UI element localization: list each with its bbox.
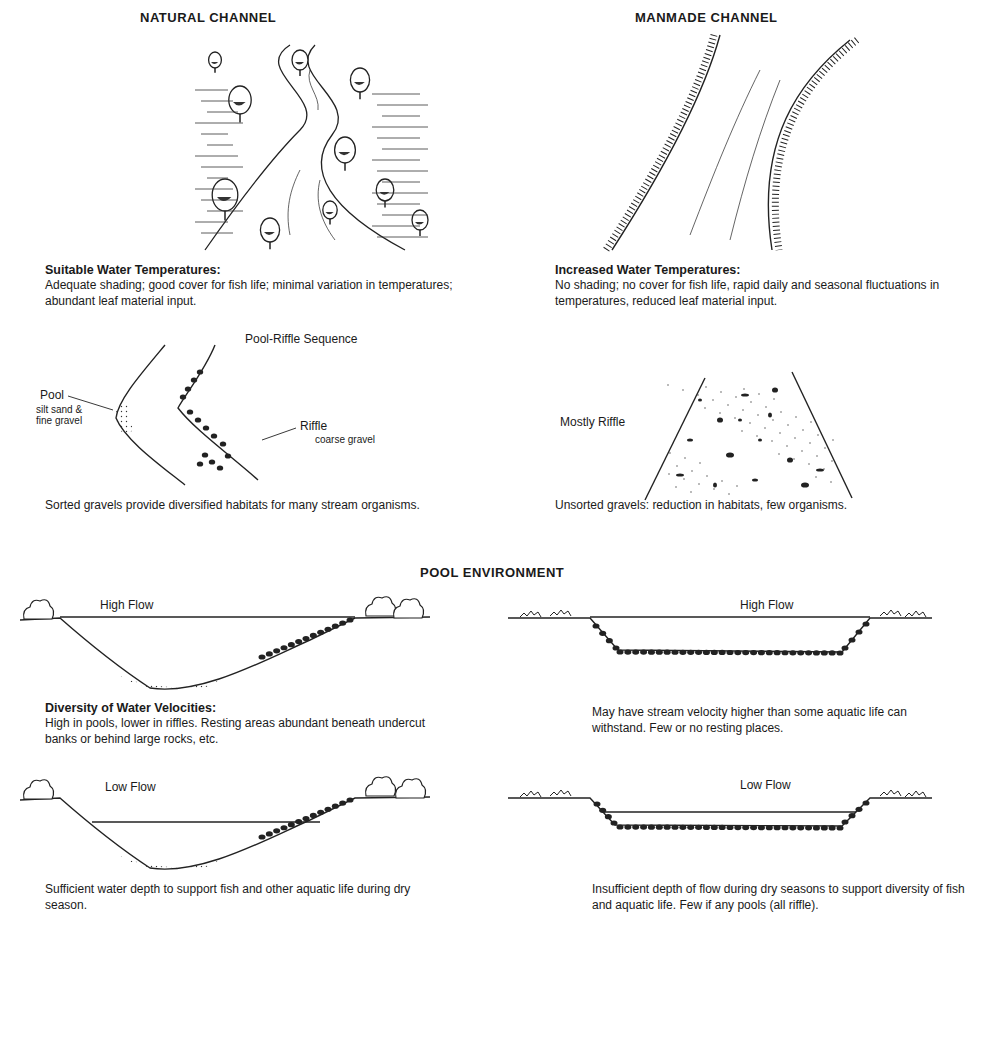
natural-channel-sketch	[205, 45, 405, 250]
straight-channel-sketch	[645, 372, 852, 500]
heading-label: POOL ENVIRONMENT	[420, 565, 620, 582]
text-label: High Flow	[100, 598, 200, 614]
manmade-channel-sketch	[606, 35, 857, 250]
tree-symbols	[209, 50, 428, 249]
heading-label: Increased Water Temperatures:	[555, 262, 985, 278]
text-label: Pool-Riffle Sequence	[245, 332, 415, 348]
text-label: Adequate shading; good cover for fish li…	[45, 278, 475, 309]
field-lines	[195, 90, 428, 237]
heading-label: Suitable Water Temperatures:	[45, 262, 475, 278]
heading-label: MANMADE CHANNEL	[635, 10, 855, 27]
text-label: silt sand & fine gravel	[36, 404, 98, 426]
heading-label: Diversity of Water Velocities:	[45, 700, 445, 716]
text-label: Mostly Riffle	[560, 415, 670, 431]
text-label: High Flow	[740, 598, 840, 614]
text-label: Low Flow	[740, 778, 840, 794]
gravel-dots	[180, 369, 834, 494]
text-label: Insufficient depth of flow during dry se…	[592, 882, 977, 913]
text-label: Unsorted gravels: reduction in habitats,…	[555, 498, 975, 514]
bush-symbols	[24, 597, 926, 799]
text-label: Sorted gravels provide diversified habit…	[45, 498, 465, 514]
text-label: Pool	[40, 388, 100, 404]
text-label: Riffle	[300, 419, 380, 435]
text-label: May have stream velocity higher than som…	[592, 705, 962, 736]
text-label: coarse gravel	[315, 434, 405, 445]
heading-label: NATURAL CHANNEL	[140, 10, 360, 27]
text-label: Sufficient water depth to support fish a…	[45, 882, 455, 913]
text-label: High in pools, lower in riffles. Resting…	[45, 716, 450, 747]
text-label: Low Flow	[105, 780, 205, 796]
pool-riffle-sketch	[68, 345, 296, 485]
text-label: No shading; no cover for fish life, rapi…	[555, 278, 975, 309]
cross-sections	[20, 617, 932, 870]
